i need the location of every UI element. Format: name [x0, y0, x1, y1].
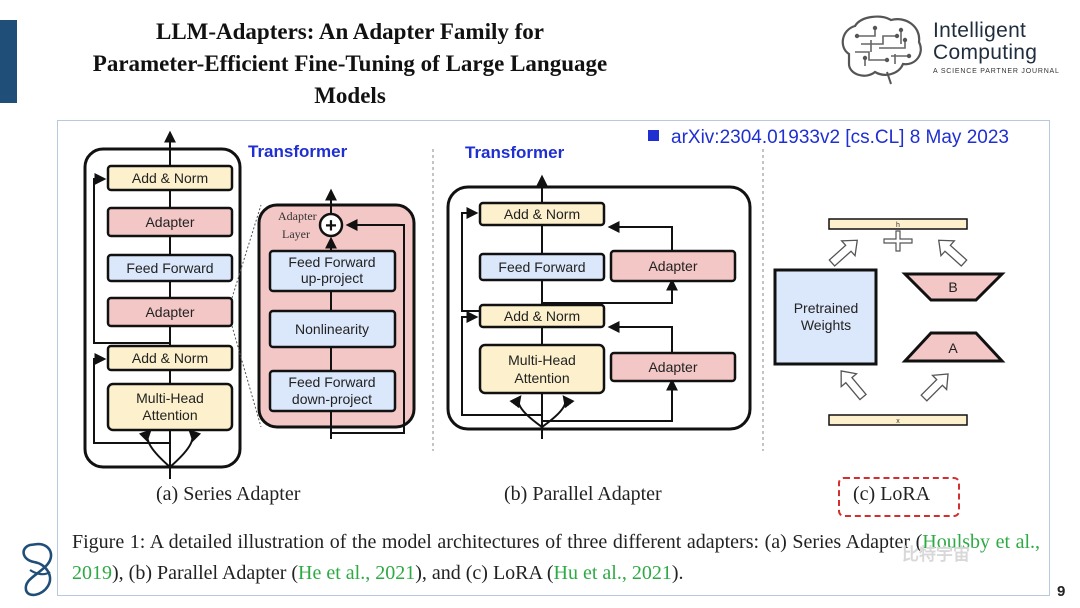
parallel-mha-line-1: Multi-Head	[508, 352, 576, 368]
ff-up-project	[268, 249, 397, 293]
arxiv-label: arXiv:2304.01933v2 [cs.CL] 8 May 2023	[671, 127, 1009, 148]
lora-matrix-b	[901, 272, 1006, 302]
knot-logo-icon	[22, 542, 53, 597]
lora-caption: (c) LoRA	[853, 483, 931, 505]
logo-line-1: Intelligent	[933, 19, 1027, 42]
parallel-multi-head-attention	[478, 343, 606, 395]
title-line-2: Parameter-Efficient Fine-Tuning of Large…	[92, 51, 608, 76]
series-add-norm-bottom-label: Add & Norm	[132, 350, 208, 366]
ff-down-line-1: Feed Forward	[288, 374, 375, 390]
series-mha-line-1: Multi-Head	[136, 390, 204, 406]
adapter-plus-label: +	[325, 215, 337, 237]
series-caption: (a) Series Adapter	[156, 483, 301, 505]
series-adapter-bottom	[106, 296, 234, 328]
figure-panel: Add & Norm Adapter Feed Forward Adapter …	[57, 120, 1050, 596]
series-feed-forward	[106, 253, 234, 283]
slide-title: LLM-Adapters: An Adapter Family for Para…	[40, 16, 660, 112]
lora-arrow-in-right	[920, 373, 949, 402]
series-multi-head-attention	[106, 382, 234, 432]
caption-mid-1: ), (b) Parallel Adapter (	[112, 562, 299, 584]
nonlinearity-label: Nonlinearity	[295, 321, 369, 337]
parallel-mha-line-2: Attention	[514, 370, 569, 386]
series-adapter-top-label: Adapter	[145, 214, 194, 230]
caption-suffix: ).	[671, 562, 684, 584]
lora-b-label: B	[948, 279, 957, 295]
series-feed-forward-label: Feed Forward	[126, 260, 213, 276]
square-bullet-icon	[648, 130, 659, 141]
lora-h-bar	[828, 218, 968, 230]
nonlinearity	[268, 309, 397, 349]
journal-logo: Intelligent Computing A SCIENCE PARTNER …	[835, 14, 1065, 86]
watermark: 比特宇宙	[902, 545, 970, 564]
caption-mid-2: ), and (c) LoRA (	[415, 562, 554, 584]
adapter-layer-label-2: Layer	[282, 227, 310, 241]
logo-tagline: A SCIENCE PARTNER JOURNAL	[933, 68, 1060, 75]
ff-down-project	[268, 369, 397, 413]
lora-a-label: A	[948, 340, 958, 356]
parallel-add-norm-top	[478, 201, 606, 227]
parallel-adapter-top-label: Adapter	[648, 258, 697, 274]
lora-matrix-a	[901, 331, 1006, 363]
brain-circuit-icon	[841, 15, 922, 85]
lora-arrow-in-left	[840, 370, 867, 401]
logo-line-2: Computing	[933, 41, 1038, 64]
parallel-adapter-bottom	[609, 351, 737, 383]
series-add-norm-bottom	[106, 344, 234, 372]
series-adapter-bottom-label: Adapter	[145, 304, 194, 320]
lora-caption-box	[838, 477, 960, 517]
adapter-layer-label-1: Adapter	[278, 209, 317, 223]
lora-pretrained-weights	[773, 268, 878, 366]
parallel-feed-forward	[478, 252, 606, 282]
lora-arrow-up-right	[937, 239, 968, 267]
lora-x-bar	[828, 414, 968, 426]
series-mha-line-2: Attention	[142, 407, 197, 423]
title-line-1: LLM-Adapters: An Adapter Family for	[155, 19, 544, 44]
parallel-adapter-top	[609, 249, 737, 283]
lora-weights-line-2: Weights	[801, 317, 851, 333]
arxiv-stamp: arXiv:2304.01933v2 [cs.CL] 8 May 2023	[648, 127, 1009, 149]
adapter-plus-node	[318, 212, 344, 238]
architecture-diagram: Add & Norm Adapter Feed Forward Adapter …	[83, 130, 1006, 479]
ff-down-line-2: down-project	[292, 391, 372, 407]
parallel-heading: Transformer	[465, 143, 565, 162]
series-add-norm-top	[106, 164, 234, 192]
parallel-transformer-block	[446, 185, 752, 431]
parallel-caption: (b) Parallel Adapter	[504, 483, 662, 505]
lora-h-label: h	[896, 222, 900, 229]
lora-plus-icon	[883, 230, 913, 252]
parallel-adapter-bottom-label: Adapter	[648, 359, 697, 375]
lora-x-label: x	[896, 418, 900, 425]
series-transformer-block	[83, 147, 242, 469]
parallel-add-norm-bottom	[478, 303, 606, 329]
title-line-3: Models	[314, 83, 386, 108]
accent-bar	[0, 20, 17, 103]
parallel-feed-forward-label: Feed Forward	[498, 259, 585, 275]
parallel-add-norm-top-label: Add & Norm	[504, 206, 580, 222]
citation-he[interactable]: He et al., 2021	[298, 562, 416, 584]
ff-up-line-2: up-project	[301, 270, 363, 286]
series-heading: Transformer	[248, 142, 348, 161]
series-adapter-top	[106, 206, 234, 238]
series-add-norm-top-label: Add & Norm	[132, 170, 208, 186]
parallel-add-norm-bottom-label: Add & Norm	[504, 308, 580, 324]
caption-prefix: Figure 1: A detailed illustration of the…	[72, 531, 923, 553]
lora-arrow-up-left	[828, 239, 859, 267]
lora-weights-line-1: Pretrained	[794, 300, 859, 316]
figure-caption: Figure 1: A detailed illustration of the…	[72, 527, 1040, 589]
ff-up-line-1: Feed Forward	[288, 254, 375, 270]
citation-houlsby[interactable]: Houlsby et al., 2019	[72, 531, 1041, 584]
citation-hu[interactable]: Hu et al., 2021	[553, 562, 672, 584]
page-number: 9	[1057, 583, 1066, 600]
